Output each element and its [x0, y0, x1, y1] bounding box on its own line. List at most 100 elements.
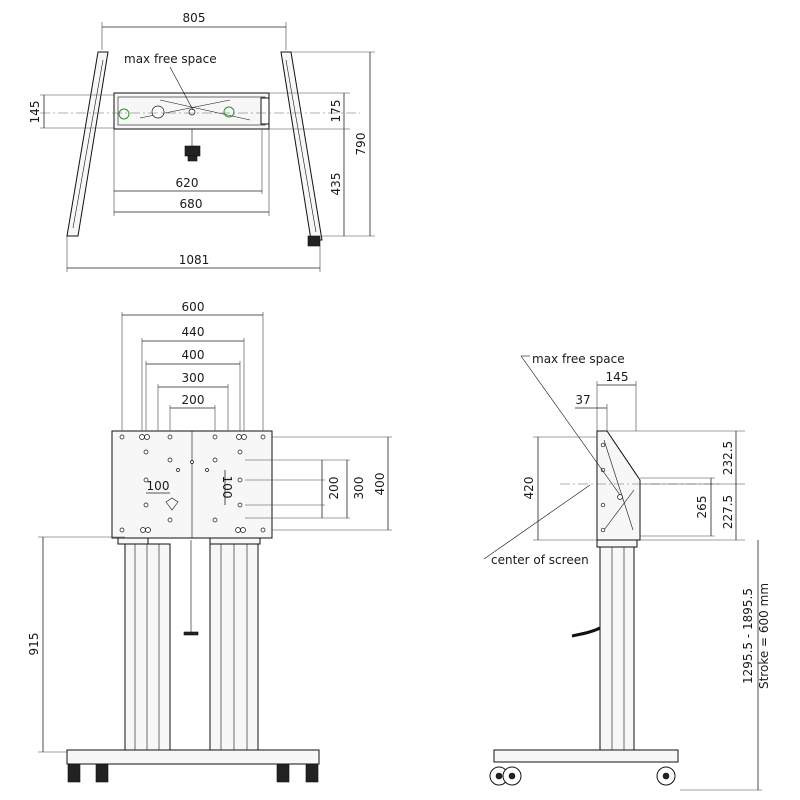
hole — [600, 527, 606, 533]
dim-265: 265 — [695, 496, 709, 519]
front-view-left-column — [124, 543, 171, 753]
dim-680: 680 — [180, 197, 203, 211]
hole — [212, 517, 218, 523]
hole — [212, 434, 218, 440]
front-view-caster-1 — [67, 763, 81, 783]
dim-200-vertical: 200 — [327, 477, 341, 500]
dim-100-horizontal: 100 — [147, 479, 170, 493]
hole — [119, 434, 125, 440]
top-view-side-clamp — [260, 97, 270, 125]
hole — [167, 434, 173, 440]
dim-435: 435 — [329, 173, 343, 196]
hole — [600, 502, 606, 508]
dim-790: 790 — [354, 133, 368, 156]
side-view-pivot — [617, 494, 623, 500]
side-view-caster-front-hub — [662, 772, 670, 780]
side-view-caster-rear-a-hub — [495, 772, 503, 780]
dim-145-side: 145 — [606, 370, 629, 384]
dim-300: 300 — [182, 371, 205, 385]
top-view-center-bolt — [188, 108, 196, 116]
hole — [190, 460, 194, 464]
dim-100-vertical: 100 — [220, 476, 234, 499]
hole — [144, 434, 150, 440]
hole — [143, 449, 149, 455]
dim-200: 200 — [182, 393, 205, 407]
top-view-right-leg — [280, 51, 323, 241]
front-view-caster-4 — [305, 763, 319, 783]
hole — [176, 468, 180, 472]
hole — [260, 434, 266, 440]
front-view-caster-3 — [276, 763, 290, 783]
hole — [236, 434, 242, 440]
side-view-bracket-strut-2 — [603, 489, 635, 531]
hole — [237, 502, 243, 508]
dim-915: 915 — [27, 633, 41, 656]
hole — [139, 434, 145, 440]
dim-232-5: 232.5 — [721, 441, 735, 475]
top-view-max-free-space-leader — [169, 66, 194, 111]
dim-227-5: 227.5 — [721, 495, 735, 529]
side-view-column — [599, 546, 635, 753]
dim-805: 805 — [183, 11, 206, 25]
dim-175: 175 — [329, 100, 343, 123]
side-view-cable — [571, 626, 601, 638]
hole — [260, 527, 266, 533]
hole — [167, 457, 173, 463]
top-view-right-leg-edge — [285, 59, 317, 233]
top-view-green-hole-2 — [223, 106, 235, 118]
front-view-right-column-cap — [209, 537, 261, 545]
front-view-base — [66, 749, 320, 765]
dim-400: 400 — [182, 348, 205, 362]
side-view-max-free-space-label: max free space — [532, 352, 625, 366]
hole — [143, 477, 149, 483]
top-view-strut-2 — [159, 99, 251, 121]
side-view-max-free-space-leader — [520, 355, 621, 496]
hole — [145, 527, 151, 533]
hole — [212, 457, 218, 463]
side-view-base — [493, 749, 679, 763]
side-view-center-of-screen-label: center of screen — [491, 553, 589, 567]
dim-400-vertical: 400 — [373, 473, 387, 496]
top-view-max-free-space-label: max free space — [124, 52, 217, 66]
dim-stroke: Stroke = 600 mm — [757, 583, 771, 689]
dim-440: 440 — [182, 325, 205, 339]
hole — [240, 527, 246, 533]
front-view-cable-plug — [183, 631, 199, 636]
side-view: max free space 145 37 420 center of scre… — [483, 352, 771, 791]
top-view-pivot — [151, 105, 165, 119]
side-view-center-of-screen-leader — [483, 484, 591, 560]
hole — [600, 442, 606, 448]
dim-420: 420 — [522, 477, 536, 500]
front-view-plate-holes — [119, 434, 266, 533]
front-view: 600 440 400 300 200 100 100 200 300 — [27, 300, 392, 783]
hole — [143, 502, 149, 508]
top-view-cable-box-base — [187, 155, 198, 162]
dim-145-left: 145 — [28, 101, 42, 124]
top-view-left-leg-edge — [72, 59, 104, 229]
hole — [600, 467, 606, 473]
side-view-column-cap — [596, 539, 638, 548]
hole — [119, 527, 125, 533]
top-view-green-hole-1 — [118, 108, 130, 120]
hole — [235, 527, 241, 533]
hole — [140, 527, 146, 533]
top-view-right-caster — [307, 235, 321, 247]
dim-height-range: 1295.5 - 1895.5 — [741, 588, 755, 684]
dim-620: 620 — [176, 176, 199, 190]
dim-600: 600 — [182, 300, 205, 314]
side-view-caster-rear-b-hub — [508, 772, 516, 780]
side-view-bracket-strut-1 — [603, 439, 634, 531]
hole — [167, 517, 173, 523]
dim-37: 37 — [575, 393, 590, 407]
front-view-caster-2 — [95, 763, 109, 783]
front-view-center-mark — [165, 497, 179, 511]
top-view: 805 max free space 145 175 790 435 620 6… — [28, 11, 375, 272]
hole — [205, 468, 209, 472]
hole — [237, 449, 243, 455]
dim-1081: 1081 — [179, 253, 210, 267]
dim-300-vertical: 300 — [352, 477, 366, 500]
top-view-left-leg — [66, 51, 109, 237]
hole — [241, 434, 247, 440]
